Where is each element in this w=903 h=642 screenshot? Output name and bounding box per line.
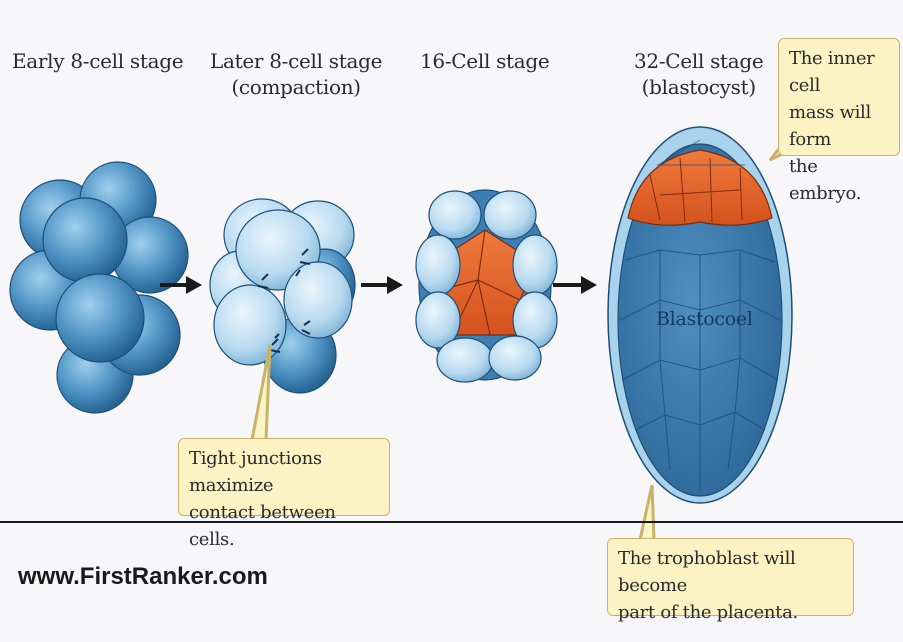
inner-cell-mass-callout: The inner cell mass will form the embryo… [778,38,900,156]
stage-subtitle: (compaction) [210,74,382,100]
stage-label-32-cell: 32-Cell stage (blastocyst) [634,48,763,100]
blastocoel-label: Blastocoel [656,306,753,332]
stage-label-16-cell: 16-Cell stage [420,48,549,74]
early-8-cell-embryo [10,162,188,413]
watermark: www.FirstRanker.com [18,563,268,591]
callout-line: The inner cell [789,45,889,99]
divider-line [0,521,903,523]
callout-line: Tight junctions maximize [189,445,379,499]
stage-subtitle: (blastocyst) [634,74,763,100]
stage-title: Later 8-cell stage [210,48,382,74]
stage-title: 32-Cell stage [634,48,763,74]
16-cell-embryo [416,190,557,382]
arrow-icon [361,276,403,294]
arrow-icon [553,276,597,294]
tight-junctions-callout: Tight junctions maximize contact between… [178,438,390,516]
stage-title: Early 8-cell stage [12,49,183,73]
callout-line: part of the placenta. [618,599,843,626]
callout-line: mass will form [789,99,889,153]
stage-label-later-8-cell: Later 8-cell stage (compaction) [210,48,382,100]
trophoblast-callout: The trophoblast will become part of the … [607,538,854,616]
compacted-8-cell-embryo [210,199,355,393]
callout-line: the embryo. [789,153,889,207]
callout-line: contact between cells. [189,499,379,553]
callout-line: The trophoblast will become [618,545,843,599]
stage-label-early-8-cell: Early 8-cell stage [12,48,183,74]
stage-title: 16-Cell stage [420,49,549,73]
